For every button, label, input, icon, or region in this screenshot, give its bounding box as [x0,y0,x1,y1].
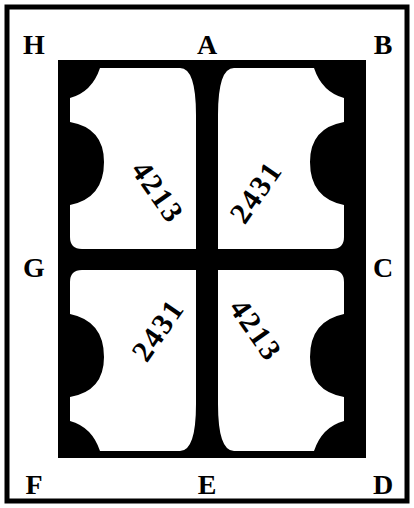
position-letter: C [373,254,393,282]
black-panel [58,60,366,458]
position-letter: E [198,471,217,499]
petal-shape [70,270,196,451]
position-letter: D [373,471,393,499]
position-letter: H [23,31,45,59]
outer-frame [7,7,407,501]
position-letter: B [374,31,393,59]
position-letter: G [23,254,45,282]
petal-shape [218,68,344,249]
center-star [189,242,225,277]
petal-shape [218,270,344,451]
petal-shape [70,68,196,249]
petal-group [70,68,344,451]
center-star [198,251,216,268]
position-letter: A [197,31,217,59]
position-letter: F [25,471,42,499]
